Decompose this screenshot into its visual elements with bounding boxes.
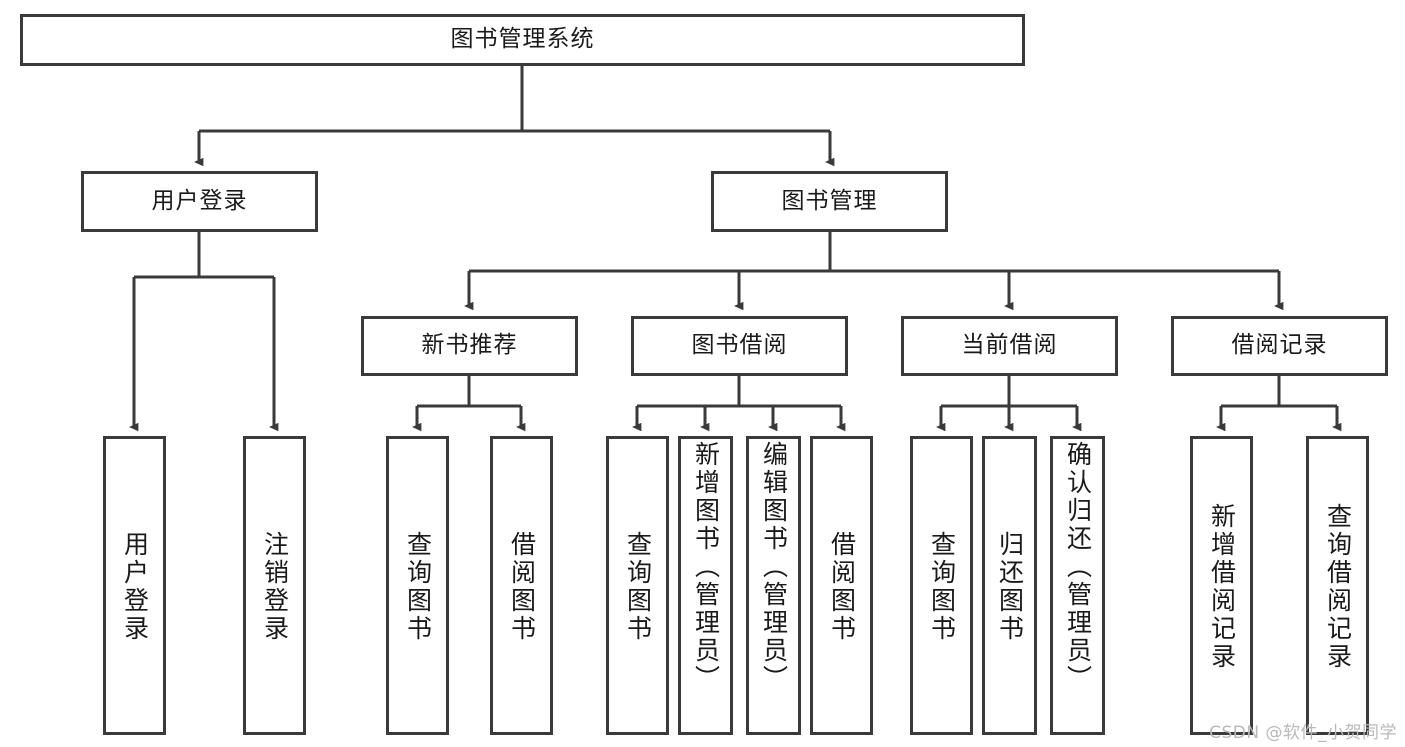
node-book-borrow[interactable]: 图书借阅	[631, 316, 848, 376]
node-label: 借阅记录	[1231, 332, 1328, 359]
node-label: 查询图书	[927, 530, 957, 643]
node-new-book-recommend[interactable]: 新书推荐	[361, 316, 578, 376]
leaf-borrow-book[interactable]: 借阅图书	[810, 436, 873, 735]
leaf-return-book[interactable]: 归还图书	[982, 436, 1037, 735]
node-label: 归还图书	[995, 530, 1025, 643]
leaf-add-borrow-record[interactable]: 新增借阅记录	[1190, 436, 1253, 735]
node-borrow-record[interactable]: 借阅记录	[1171, 316, 1388, 376]
leaf-borrow-book-recommend[interactable]: 借阅图书	[490, 436, 553, 735]
node-label: 查询借阅记录	[1323, 502, 1353, 671]
node-label: 查询图书	[403, 530, 433, 643]
node-label: 用户登录	[151, 187, 248, 214]
node-label: 查询图书	[623, 530, 653, 643]
leaf-query-book-recommend[interactable]: 查询图书	[386, 436, 449, 735]
node-label: 新增借阅记录	[1207, 502, 1237, 671]
leaf-user-login[interactable]: 用户登录	[103, 436, 166, 735]
leaf-edit-book-admin[interactable]: 编辑图书（管理员）	[746, 436, 801, 735]
node-label: 图书管理系统	[450, 26, 595, 53]
node-book-management[interactable]: 图书管理	[711, 171, 948, 232]
leaf-logout[interactable]: 注销登录	[243, 436, 306, 735]
leaf-confirm-return-admin[interactable]: 确认归还（管理员）	[1050, 436, 1105, 735]
leaf-query-book-current[interactable]: 查询图书	[910, 436, 973, 735]
leaf-query-book-borrow[interactable]: 查询图书	[606, 436, 669, 735]
node-label: 借阅图书	[507, 530, 537, 643]
leaf-add-book-admin[interactable]: 新增图书（管理员）	[678, 436, 733, 735]
node-label: 图书借阅	[691, 332, 788, 359]
leaf-query-borrow-record[interactable]: 查询借阅记录	[1306, 436, 1369, 735]
node-label: 当前借阅	[961, 332, 1058, 359]
node-current-borrow[interactable]: 当前借阅	[901, 316, 1118, 376]
node-label: 注销登录	[260, 530, 290, 643]
node-label: 新增图书（管理员）	[691, 441, 721, 693]
node-label: 确认归还（管理员）	[1063, 441, 1093, 693]
node-label: 用户登录	[120, 530, 150, 643]
node-user-login[interactable]: 用户登录	[81, 171, 318, 232]
node-label: 借阅图书	[827, 530, 857, 643]
csdn-watermark: CSDN @软件_小贺同学	[1209, 723, 1397, 743]
node-label: 图书管理	[781, 187, 878, 214]
node-root-book-management-system[interactable]: 图书管理系统	[20, 14, 1025, 66]
node-label: 编辑图书（管理员）	[759, 441, 789, 693]
node-label: 新书推荐	[421, 332, 518, 359]
